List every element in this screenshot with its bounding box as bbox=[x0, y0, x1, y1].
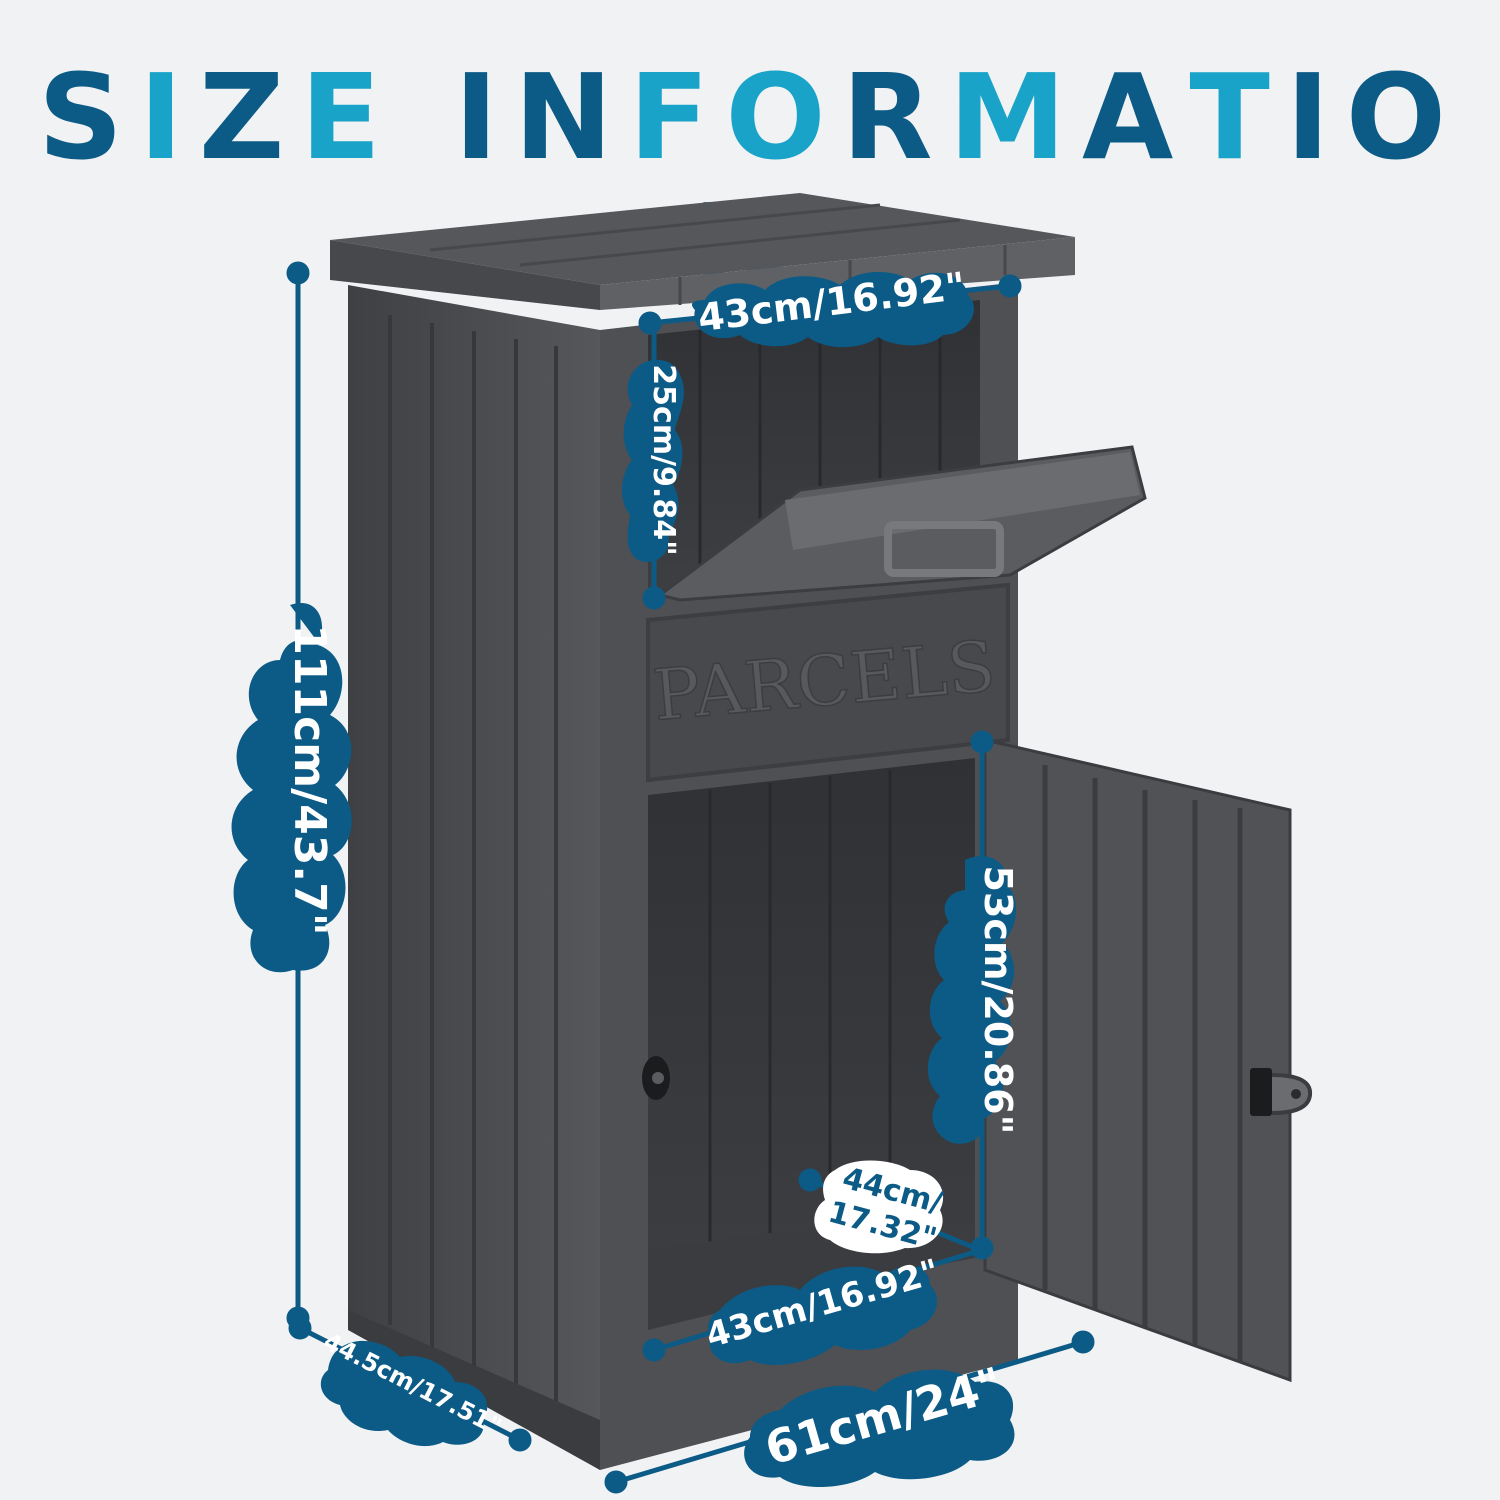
title-letter: I bbox=[454, 48, 515, 186]
dim-top-slot-height: 25cm/9.84" bbox=[621, 359, 684, 563]
title-letter: O bbox=[1345, 48, 1463, 186]
box-lid-top bbox=[330, 193, 1075, 285]
title-letter: I bbox=[138, 48, 199, 186]
door-lock-icon bbox=[1250, 1068, 1272, 1116]
title-letter: M bbox=[948, 48, 1083, 186]
title-letter: S bbox=[37, 48, 139, 186]
drop-flap-face bbox=[785, 452, 1140, 550]
lid-grooves bbox=[429, 203, 1007, 305]
title-letter: T bbox=[1189, 48, 1286, 186]
frame-lock-keyhole-icon bbox=[652, 1072, 664, 1084]
open-door bbox=[983, 738, 1292, 1383]
title-letter: O bbox=[725, 48, 842, 186]
top-slot-height-label: 25cm/9.84" bbox=[646, 364, 681, 555]
parcels-panel bbox=[646, 582, 1010, 783]
total-height-label: 111cm/43.7" bbox=[284, 624, 335, 935]
title-letter: N bbox=[514, 48, 629, 186]
title-letter: A bbox=[1082, 48, 1190, 186]
title-letter: Z bbox=[198, 48, 301, 186]
side-grooves bbox=[388, 315, 558, 1425]
door-grooves bbox=[1042, 765, 1243, 1362]
title-letter: R bbox=[841, 48, 949, 186]
title-letter: I bbox=[1285, 48, 1346, 186]
title-letter: E bbox=[300, 48, 398, 186]
dim-total-height: 111cm/43.7" bbox=[231, 603, 352, 973]
title-letter: F bbox=[628, 48, 726, 186]
flap-handle bbox=[884, 521, 1004, 577]
door-height-label: 53cm/20.86" bbox=[976, 866, 1020, 1135]
dim-inner-depth: 44cm/ 17.32" bbox=[814, 1160, 946, 1257]
box-lid-front bbox=[330, 240, 600, 310]
dim-door-height: 53cm/20.86" bbox=[927, 856, 1020, 1144]
